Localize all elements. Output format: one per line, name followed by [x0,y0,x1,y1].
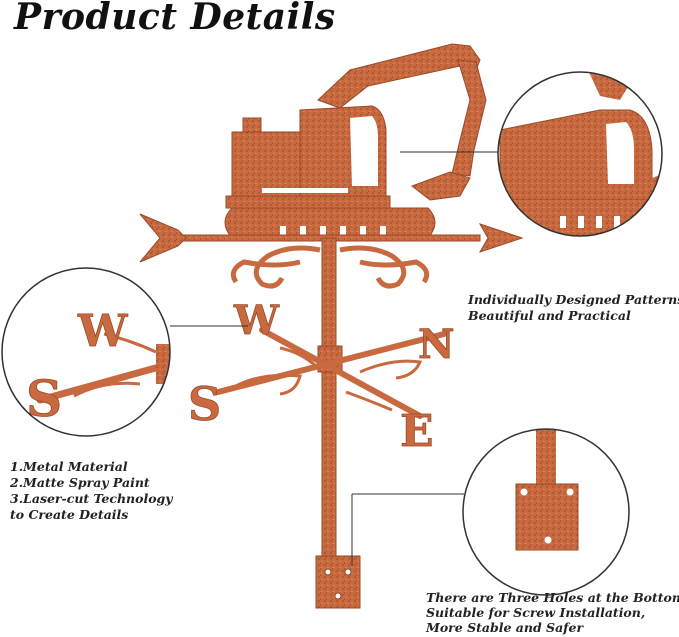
zoom-south-letter: S [26,369,62,428]
north-letter: N [418,321,455,368]
caption-holes-line: There are Three Holes at the Bottom, [426,590,679,605]
caption-holes-line: More Stable and Safer [426,620,584,635]
caption-material: 1.Metal Material 2.Matte Spray Paint 3.L… [10,459,173,523]
page-title: Product Details [14,0,336,38]
excavator-windows [262,116,378,193]
caption-patterns: Individually Designed Patterns, Beautifu… [468,292,679,324]
zoom-circle-letters: W S [1,267,171,437]
caption-material-line: 3.Laser-cut Technology [10,491,173,506]
zoom-circle-base [462,428,630,596]
callout-lines [170,151,500,566]
compass-arms [215,327,447,419]
caption-holes-line: Suitable for Screw Installation, [426,605,646,620]
caption-material-line: 1.Metal Material [10,459,128,474]
caption-material-line: 2.Matte Spray Paint [10,475,150,490]
scroll-ornament [230,245,430,289]
caption-patterns-line: Individually Designed Patterns, [468,292,679,307]
caption-material-line: to Create Details [10,507,129,522]
compass-scrolls [231,346,423,412]
east-letter: E [400,406,434,457]
caption-patterns-line: Beautiful and Practical [468,308,631,323]
compass-letters: W S N E [188,297,455,458]
caption-holes: There are Three Holes at the Bottom, Sui… [426,590,679,635]
south-letter: S [188,377,221,431]
west-letter: W [233,297,280,344]
zoom-west-letter: W [77,306,128,357]
pole [315,237,361,609]
excavator-tracks [224,207,436,239]
zoom-circle-cab [497,71,663,237]
